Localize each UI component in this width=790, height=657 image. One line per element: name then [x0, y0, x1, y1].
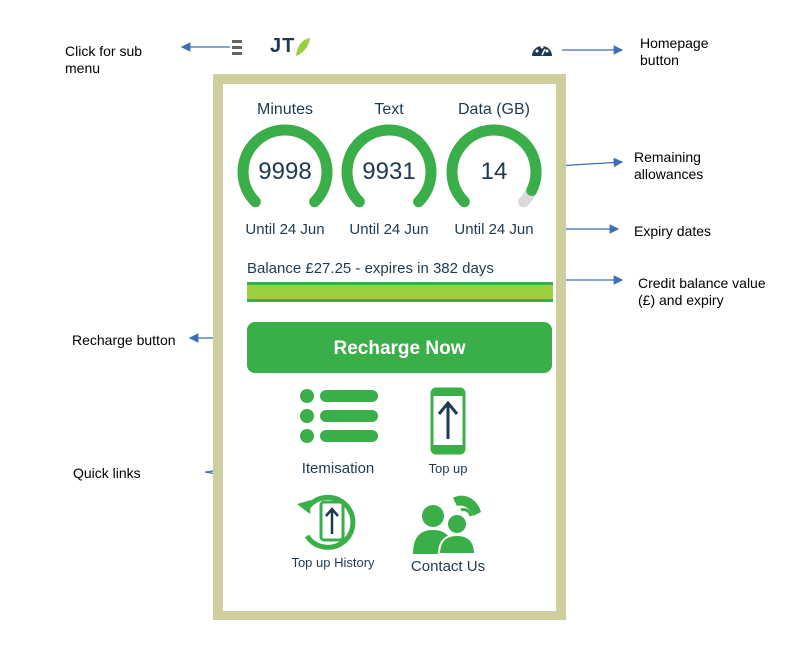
- annotation-expiry: Expiry dates: [634, 223, 712, 239]
- balance-bar: [247, 282, 553, 302]
- annotation-credit: Credit balance value (£) and expiry: [638, 275, 766, 308]
- recharge-now-button[interactable]: Recharge Now: [247, 322, 552, 373]
- annotation-quicklinks: Quick links: [73, 465, 141, 481]
- quick-link-label-top-up-history: Top up History: [291, 555, 375, 570]
- gauge-expiry-minutes: Until 24 Jun: [245, 221, 325, 238]
- jt-logo: JT: [270, 35, 311, 58]
- gauge-value-text: 9931: [362, 158, 416, 185]
- list-icon: [300, 389, 378, 443]
- gauge-fill: [446, 124, 542, 208]
- leaf-icon: [296, 37, 311, 56]
- quick-link-label-top-up: Top up: [428, 461, 468, 476]
- menu-icon[interactable]: [232, 40, 242, 61]
- balance-text: Balance £27.25 - expires in 382 days: [247, 260, 494, 277]
- annotation-homepage: Homepage button: [640, 35, 709, 68]
- gauge-expiry-text: Until 24 Jun: [349, 221, 429, 238]
- annotation-recharge: Recharge button: [72, 332, 176, 348]
- gauge-label-data: Data (GB): [457, 101, 530, 118]
- app-screen: Minutes Text Data (GB) 9998 9931 14 Unti…: [223, 84, 556, 611]
- contact-icon: [413, 495, 481, 555]
- gauge-expiry-data: Until 24 Jun: [454, 221, 534, 238]
- dashboard-icon[interactable]: [531, 41, 553, 62]
- gauges: [237, 124, 542, 208]
- gauge-value-minutes: 9998: [258, 158, 312, 185]
- gauge-label-text: Text: [374, 101, 404, 118]
- gauge-label-minutes: Minutes: [256, 101, 314, 118]
- gauge-fill: [237, 124, 333, 208]
- topup-history-icon: [297, 494, 356, 550]
- annotation-submenu: Click for sub menu: [65, 43, 143, 76]
- phone-topup-icon: [430, 387, 466, 455]
- phone-frame: Minutes Text Data (GB) 9998 9931 14 Unti…: [213, 74, 566, 620]
- quick-link-label-contact-us: Contact Us: [410, 558, 486, 575]
- gauge-value-data: 14: [480, 158, 508, 185]
- quick-link-label-itemisation: Itemisation: [301, 460, 375, 477]
- annotation-allowances: Remaining allowances: [634, 149, 704, 182]
- gauge-fill: [341, 124, 437, 208]
- jt-logo-text: JT: [270, 35, 296, 57]
